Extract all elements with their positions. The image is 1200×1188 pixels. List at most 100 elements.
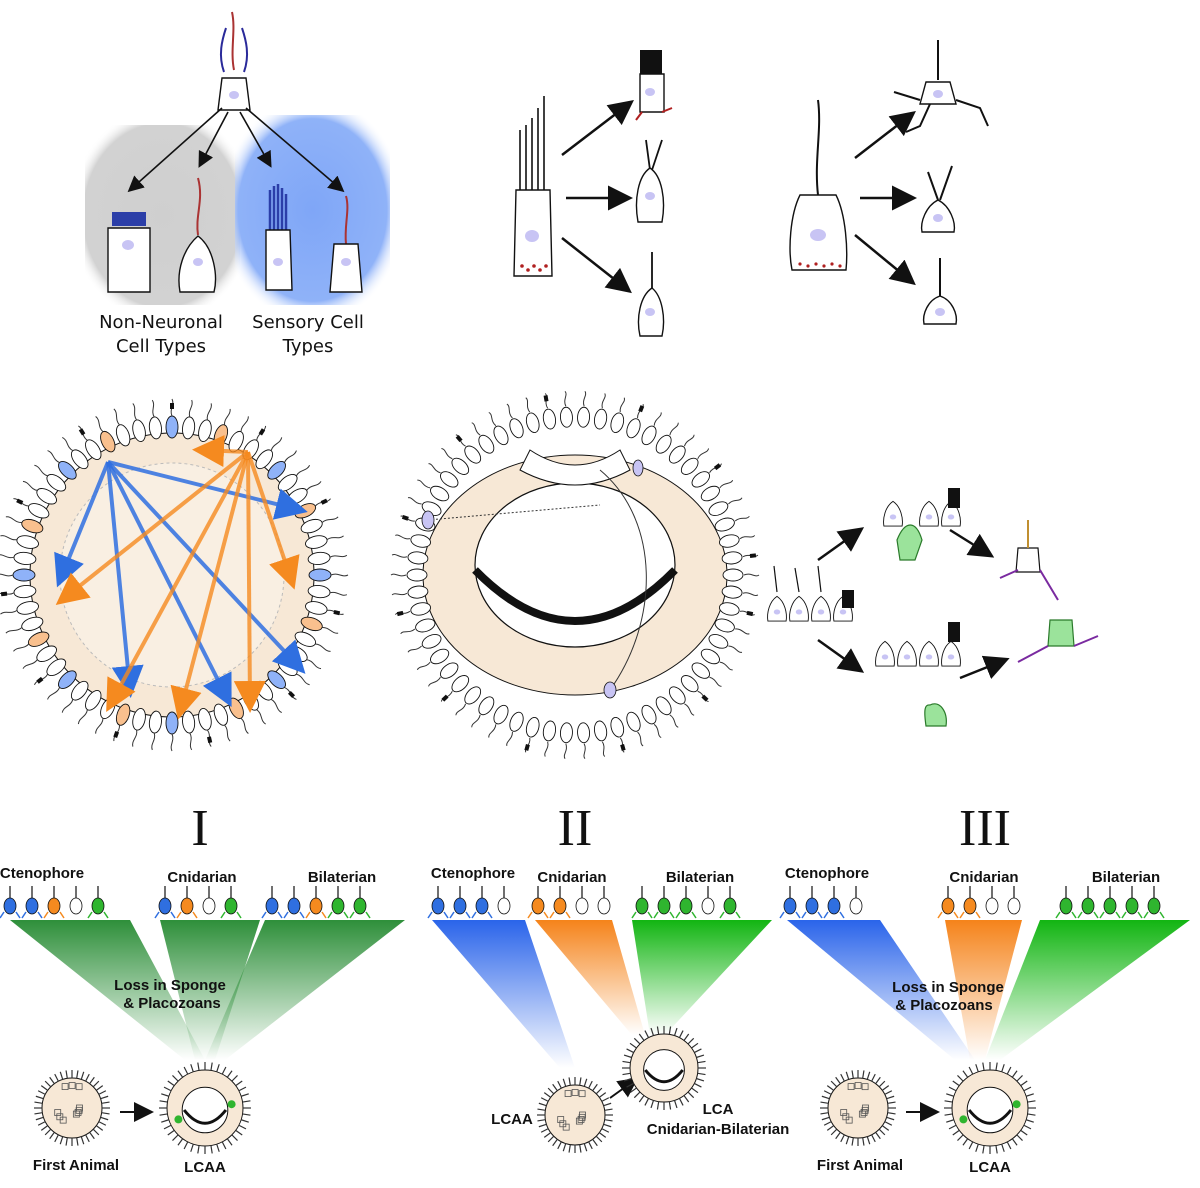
- epithelial-cell: [428, 463, 459, 488]
- epithelial-cell: [0, 568, 36, 582]
- neuron-icon: [305, 886, 327, 919]
- epithelial-cell: [0, 585, 37, 599]
- sensory-label-2: Types: [282, 336, 334, 357]
- sensory-ciliated-cell: [329, 195, 363, 293]
- epithelial-cell: [593, 720, 608, 757]
- scenario-I-start-label: First Animal: [33, 1157, 119, 1174]
- epithelial-cell: [165, 398, 179, 439]
- organism-sphere: [827, 1077, 889, 1139]
- organism-sphere: [41, 1077, 103, 1139]
- epithelial-cell: [308, 568, 349, 582]
- epithelial-cell: [691, 463, 722, 488]
- epithelial-cell: [213, 703, 231, 742]
- epithelial-cell: [5, 616, 44, 634]
- epithelial-cell: [400, 618, 436, 635]
- neuron-icon: [493, 886, 515, 919]
- green-neuron-dot: [227, 1100, 236, 1109]
- epithelial-cell: [132, 708, 146, 747]
- epithelial-cell: [626, 711, 644, 747]
- scenario-III-group-cnidarian: Cnidarian: [949, 869, 1018, 886]
- epithelial-cell: [441, 447, 470, 475]
- epithelial-cell: [417, 479, 450, 502]
- epithelial-cell: [524, 717, 540, 753]
- orange-signal-arrow: [170, 451, 250, 720]
- neuron-icon: [1099, 886, 1121, 919]
- scenario-III-loss-2: & Placozoans: [895, 997, 993, 1014]
- epithelial-cell: [307, 585, 348, 599]
- epithelial-cell: [391, 551, 429, 565]
- neuron-icon: [527, 886, 549, 919]
- epithelial-cell: [33, 658, 67, 685]
- epithelial-cell: [395, 534, 431, 548]
- epithelial-cell: [440, 675, 470, 702]
- derived-biciliated-neuron: [635, 139, 665, 223]
- epithelial-cell: [113, 408, 131, 447]
- orange-signal-arrow: [233, 451, 266, 713]
- neuron-icon: [176, 886, 198, 919]
- epithelial-cell: [655, 422, 679, 454]
- scenario-II-group-cnidarian: Cnidarian: [537, 869, 606, 886]
- epithelial-cell: [182, 399, 196, 440]
- blue-signal-arrow: [106, 460, 306, 674]
- epithelial-cell: [228, 416, 249, 453]
- orange-signal-arrow: [55, 450, 250, 605]
- epithelium-start: [767, 565, 854, 622]
- lcaa-organism: [159, 1062, 251, 1154]
- neuron-icon: [283, 886, 305, 919]
- epithelial-cell: [34, 464, 67, 492]
- neuron-icon: [571, 886, 593, 919]
- epithelial-cell: [455, 434, 482, 464]
- epithelial-cell: [0, 551, 37, 565]
- orange-signal-arrow: [192, 435, 249, 467]
- neuron-icon: [427, 886, 449, 919]
- neuron-icon: [0, 886, 21, 919]
- epithelial-cell: [78, 425, 102, 460]
- epithelial-cell: [62, 436, 89, 470]
- panel-cup-organism: [390, 390, 760, 760]
- epithelial-cell: [77, 690, 102, 725]
- epithelial-cell: [525, 397, 540, 433]
- scenario-III-group-ctenophore: Ctenophore: [785, 865, 869, 882]
- epithelial-cell: [455, 686, 482, 716]
- neuron-icon: [1121, 886, 1143, 919]
- ring-cells: [0, 398, 349, 752]
- isolated-neurons: [999, 520, 1099, 663]
- neuron-icon: [1077, 886, 1099, 919]
- ciliated-epithelial-cell: [178, 177, 217, 293]
- epithelial-cell: [148, 399, 162, 440]
- derived-multipolar-neuron: [893, 40, 989, 133]
- epithelial-cell: [593, 393, 608, 430]
- tall-sensory-cell: [513, 96, 553, 277]
- epithelial-cell: [182, 710, 196, 751]
- non-neuronal-label-2: Cell Types: [116, 336, 206, 357]
- scenario-I: I Ctenophore Cnidarian Bilaterian Loss i…: [0, 800, 405, 1176]
- epithelial-cell: [0, 601, 39, 615]
- epithelial-cell: [680, 448, 710, 475]
- orange-signal-arrow: [106, 451, 250, 713]
- sensory-microvillar-cell: [265, 184, 293, 291]
- epithelial-cell: [668, 434, 695, 464]
- derived-monociliated-neuron: [637, 252, 665, 337]
- neuron-icon: [779, 886, 801, 919]
- epithelial-cell: [506, 403, 524, 439]
- panel-microvillar-diversification: [513, 50, 673, 337]
- neuron-icon: [1055, 886, 1077, 919]
- epithelial-cell: [61, 680, 89, 713]
- neuron-icon: [261, 886, 283, 919]
- scenario-I-group-ctenophore: Ctenophore: [0, 865, 84, 882]
- scenario-III-numeral: III: [959, 800, 1011, 857]
- microvillar-cell: [107, 212, 151, 293]
- neuron-icon: [549, 886, 571, 919]
- epithelial-cell: [22, 645, 57, 669]
- neuron-icon: [349, 886, 371, 919]
- epithelial-cell: [577, 722, 591, 760]
- scenario-III: III Ctenophore Cnidarian Bilaterian Loss…: [779, 800, 1190, 1176]
- neuron-icon: [65, 886, 87, 919]
- epithelial-cell: [719, 534, 756, 548]
- epithelial-cell: [267, 670, 297, 700]
- epithelial-cell: [641, 412, 662, 446]
- scenario-III-neuron-icons: [779, 886, 1165, 919]
- neuron-icon: [653, 886, 675, 919]
- epithelial-cell: [714, 618, 750, 635]
- neuron-icon: [471, 886, 493, 919]
